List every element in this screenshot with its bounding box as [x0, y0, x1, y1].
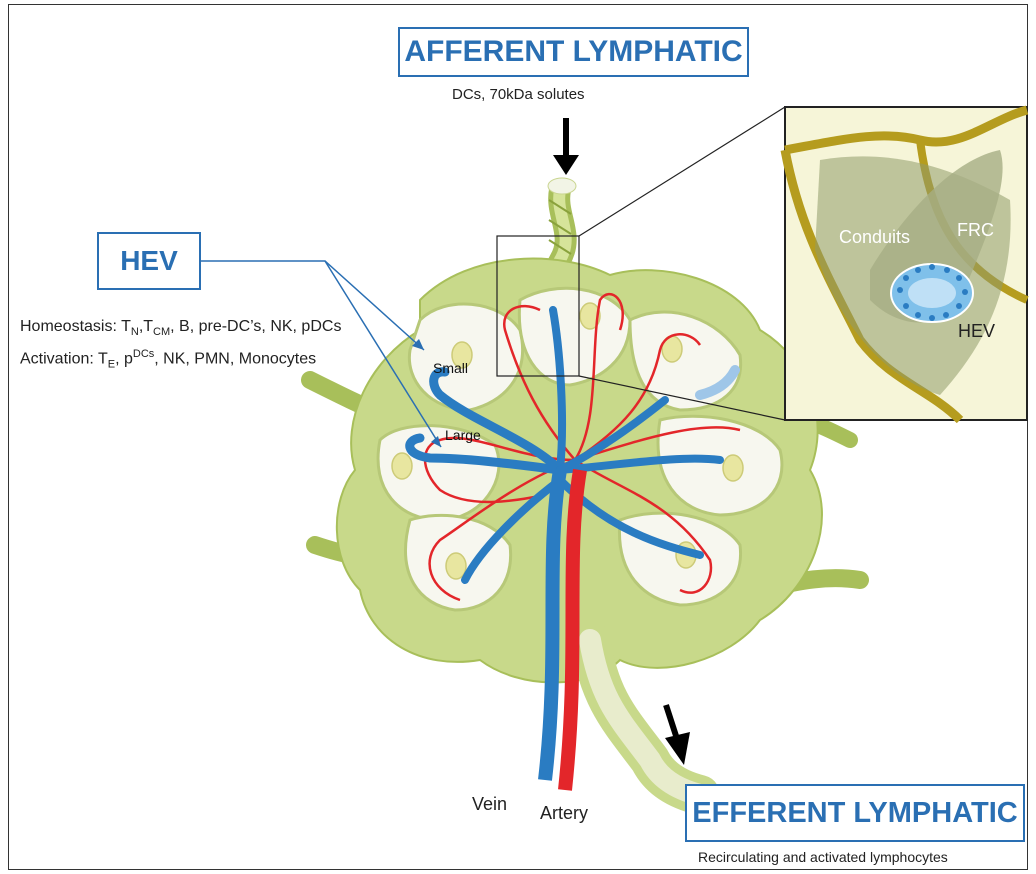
- hev-title: HEV: [97, 232, 201, 290]
- efferent-lymphatic-title: EFFERENT LYMPHATIC: [685, 784, 1025, 842]
- large-hev-label: Large: [445, 427, 481, 443]
- vein-label: Vein: [472, 794, 507, 815]
- small-hev-label: Small: [433, 360, 468, 376]
- homeostasis-text: Homeostasis: TN,TCM, B, pre-DC’s, NK, pD…: [20, 318, 341, 338]
- activation-text: Activation: TE, pDCs, NK, PMN, Monocytes: [20, 348, 316, 371]
- afferent-lymphatic-title: AFFERENT LYMPHATIC: [398, 27, 749, 77]
- efferent-lymphatic-subtitle: Recirculating and activated lymphocytes: [698, 849, 948, 865]
- artery-label: Artery: [540, 803, 588, 824]
- afferent-lymphatic-subtitle: DCs, 70kDa solutes: [452, 86, 585, 103]
- inset-hev-label: HEV: [958, 321, 995, 341]
- inset-frc-label: FRC: [957, 220, 994, 240]
- inset-conduits-label: Conduits: [839, 227, 910, 247]
- afferent-arrow-icon: [553, 118, 579, 175]
- inset-panel: Conduits FRC HEV: [785, 107, 1027, 420]
